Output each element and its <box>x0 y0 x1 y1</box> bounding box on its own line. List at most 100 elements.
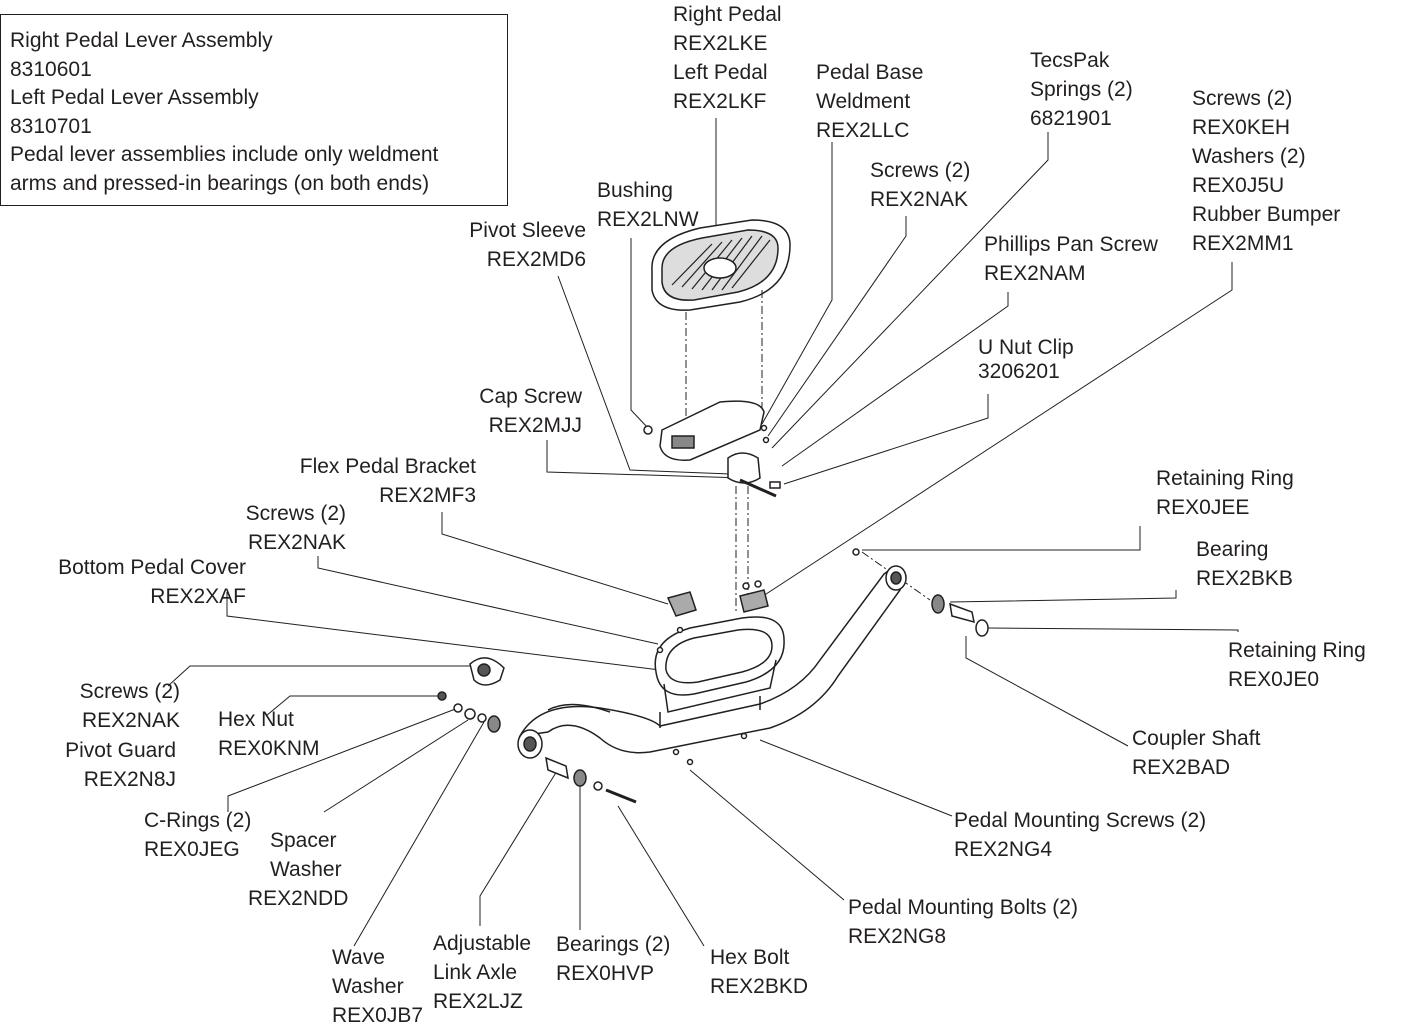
callout-pivot-guard: Pivot Guard REX2N8J <box>30 736 176 794</box>
leader-mount-bolts <box>689 769 845 901</box>
leader-screws-bumper <box>759 262 1233 599</box>
callout-text: Phillips Pan Screw <box>984 233 1158 256</box>
callout-text: Hex Nut <box>218 708 294 731</box>
assembly-axis-lines <box>685 290 931 612</box>
note-line: 8310601 <box>10 57 92 81</box>
callout-text: REX2NG8 <box>848 925 947 948</box>
callout-text: C-Rings (2) <box>144 809 252 832</box>
callout-text: REX2NG4 <box>954 838 1053 861</box>
callout-bearings: Bearings (2) REX0HVP <box>556 930 670 988</box>
callout-wave-washer: Wave Washer REX0JB7 <box>332 943 423 1030</box>
callout-text: Retaining Ring <box>1228 639 1366 662</box>
callout-text: Right Pedal <box>673 3 782 26</box>
leader-c-rings <box>227 707 459 812</box>
callout-text: Left Pedal <box>673 61 768 84</box>
callout-right-left-pedal: Right Pedal REX2LKE Left Pedal REX2LKF <box>673 0 782 116</box>
note-line: Right Pedal Lever Assembly <box>10 29 273 52</box>
leader-screws-top <box>767 216 907 437</box>
callout-screws-mid: Screws (2) REX2NAK <box>200 499 346 557</box>
leader-bottom-cover <box>226 592 661 671</box>
callout-text: REX2NAK <box>247 531 346 554</box>
leader-retaining-right <box>985 627 1239 632</box>
callout-text: Weldment <box>816 90 911 113</box>
callout-c-rings: C-Rings (2) REX0JEG <box>144 806 251 864</box>
callout-text: REX2BAD <box>1132 756 1231 779</box>
callout-text: TecsPak <box>1030 49 1110 72</box>
callout-text: Wave <box>332 946 385 969</box>
callout-text: Bottom Pedal Cover <box>58 556 246 579</box>
callout-text: REX2LJZ <box>433 990 523 1013</box>
leader-wave-washer <box>353 721 485 947</box>
callout-text: REX2BKB <box>1196 567 1293 590</box>
callout-text: REX2LKF <box>673 90 767 113</box>
callout-text: REX0JE0 <box>1228 668 1320 691</box>
callout-text: Pedal Mounting Screws (2) <box>954 809 1207 832</box>
callout-u-nut-clip: U Nut Clip 3206201 <box>978 336 1074 384</box>
callout-text: Pivot Sleeve <box>469 219 586 242</box>
callout-screws-left: Screws (2) REX2NAK <box>40 677 180 735</box>
leader-hex-bolt <box>617 805 705 947</box>
callout-pivot-sleeve: Pivot Sleeve REX2MD6 <box>440 216 586 274</box>
callout-adjustable-link-axle: Adjustable Link Axle REX2LJZ <box>433 929 531 1016</box>
callout-text: 6821901 <box>1030 107 1112 130</box>
callout-text: Washer <box>270 858 342 881</box>
callout-text: REX0JEG <box>144 838 240 861</box>
callout-text: Springs (2) <box>1030 78 1133 101</box>
callout-text: REX2LNW <box>597 208 699 231</box>
callout-text: REX2MD6 <box>486 248 586 271</box>
callout-text: REX2N8J <box>83 768 176 791</box>
callout-text: REX2NAK <box>81 709 180 732</box>
bracket-part <box>666 580 769 617</box>
callout-text: Cap Screw <box>479 385 582 408</box>
callout-hex-bolt: Hex Bolt REX2BKD <box>710 943 808 1001</box>
note-line: 8310701 <box>10 114 92 138</box>
callout-tecspak-springs: TecsPak Springs (2) 6821901 <box>1030 46 1133 133</box>
callout-phillips-pan-screw: Phillips Pan Screw REX2NAM <box>984 230 1158 288</box>
leader-hex-nut <box>265 695 440 717</box>
callout-hex-nut: Hex Nut REX0KNM <box>218 705 320 763</box>
note-line: arms and pressed-in bearings (on both en… <box>10 171 430 195</box>
callout-text: REX2NAK <box>870 188 969 211</box>
leader-phillips <box>781 292 1009 467</box>
callout-text: REX2NDD <box>248 887 349 910</box>
leader-mount-screws <box>759 739 953 817</box>
callout-text: Screws (2) <box>245 502 346 525</box>
callout-text: Retaining Ring <box>1156 467 1294 490</box>
callout-text: REX2BKD <box>710 975 809 998</box>
callout-text: Adjustable <box>433 932 532 955</box>
callout-text: REX0KNM <box>218 737 320 760</box>
callout-pedal-mounting-bolts: Pedal Mounting Bolts (2) REX2NG8 <box>848 893 1078 951</box>
leader-tecspak <box>771 132 1049 449</box>
callout-cap-screw: Cap Screw REX2MJJ <box>430 382 582 440</box>
callout-text: REX0JEE <box>1156 496 1250 519</box>
callout-text: Spacer <box>270 829 337 852</box>
note-line: Pedal lever assemblies include only weld… <box>10 143 439 167</box>
bottom-cover-part <box>654 616 785 766</box>
callout-text: Screws (2) <box>79 680 180 703</box>
callout-bearing: Bearing REX2BKB <box>1196 535 1293 593</box>
callout-text: U Nut Clip <box>978 336 1074 359</box>
leader-retaining-top <box>862 526 1141 551</box>
leader-u-nut <box>783 394 989 485</box>
leader-cap-screw <box>546 440 745 479</box>
pivot-parts <box>437 657 637 804</box>
callout-text: REX0J5U <box>1192 174 1285 197</box>
callout-retaining-ring-right: Retaining Ring REX0JE0 <box>1228 636 1366 694</box>
callout-text: REX2MM1 <box>1192 232 1294 255</box>
leader-link-axle <box>479 765 561 926</box>
callout-text: Link Axle <box>433 961 518 984</box>
callout-pedal-base-weldment: Pedal Base Weldment REX2LLC <box>816 58 923 145</box>
callout-text: Hex Bolt <box>710 946 790 969</box>
callout-retaining-ring-top: Retaining Ring REX0JEE <box>1156 464 1294 522</box>
callout-spacer-washer: Spacer Washer REX2NDD <box>248 826 348 913</box>
callout-bottom-pedal-cover: Bottom Pedal Cover REX2XAF <box>20 553 246 611</box>
leader-spacer <box>323 719 469 813</box>
assembly-note-box: Right Pedal Lever Assembly 8310601 Left … <box>0 14 508 206</box>
callout-text: Coupler Shaft <box>1132 727 1261 750</box>
pedal-base-part <box>643 400 781 498</box>
callout-text: Washers (2) <box>1192 145 1306 168</box>
note-line: Left Pedal Lever Assembly <box>10 86 259 110</box>
callout-text: Bushing <box>597 179 673 202</box>
pedal-part <box>651 219 791 311</box>
